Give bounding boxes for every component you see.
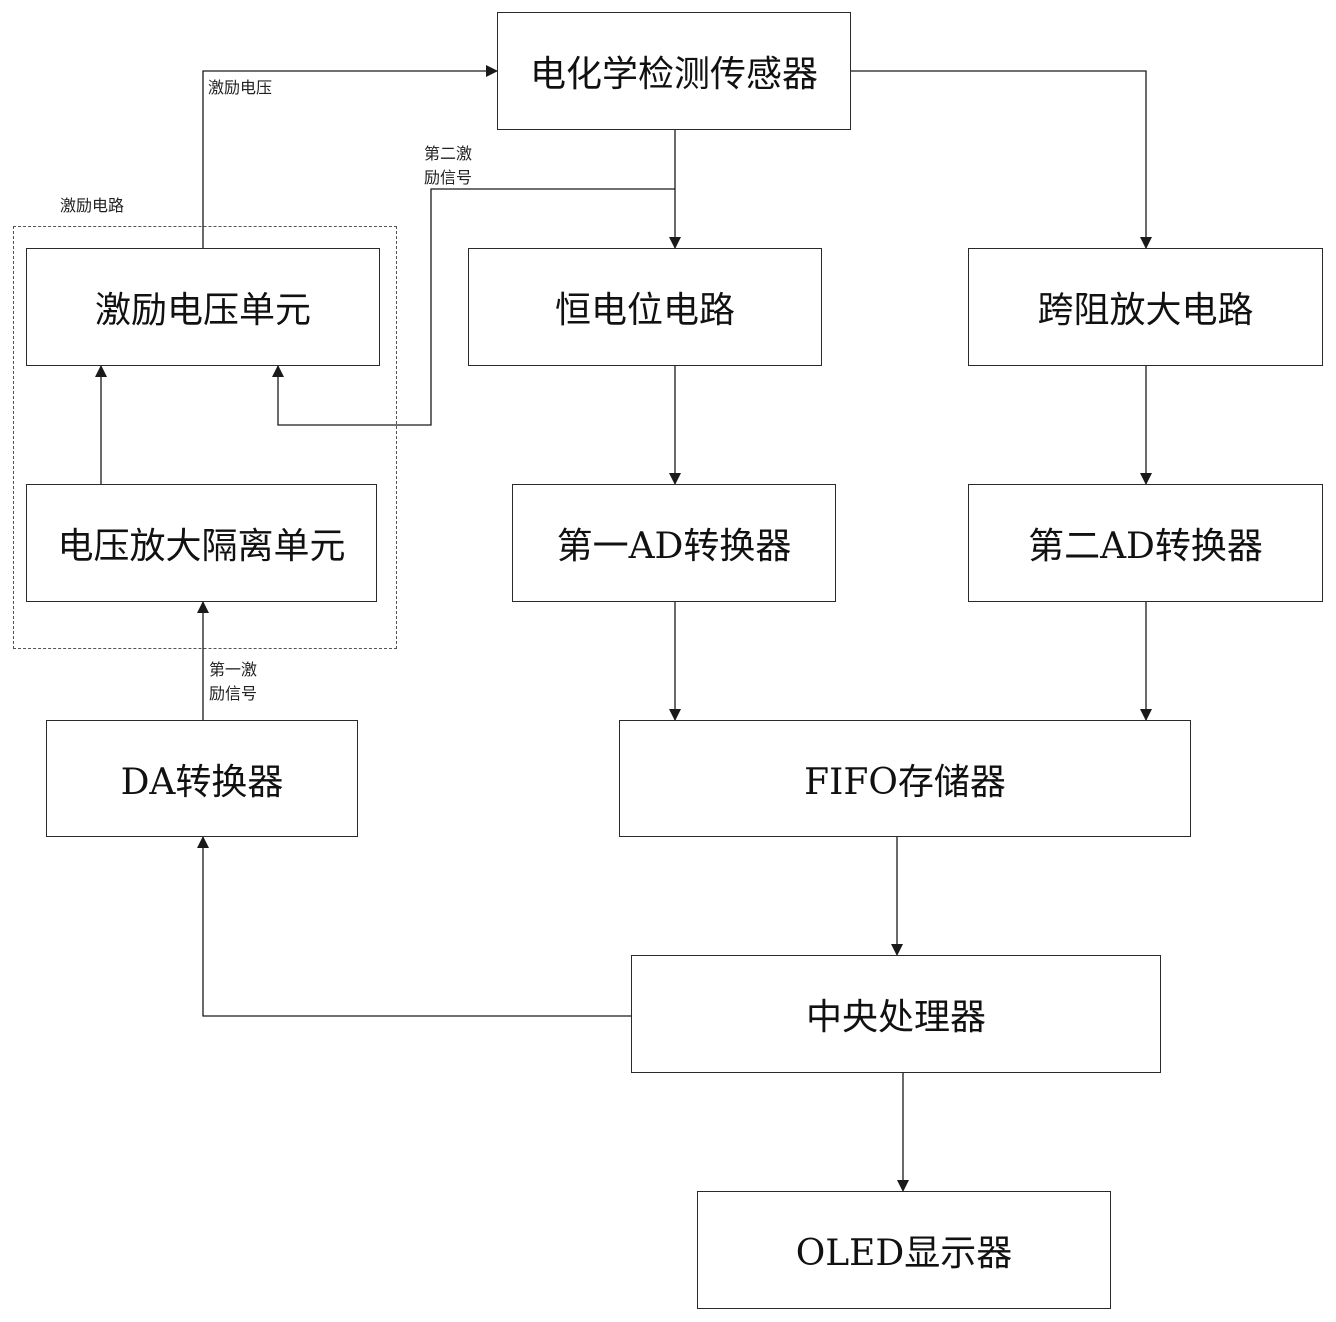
sensor-block: 电化学检测传感器 xyxy=(497,12,851,130)
potentiostat-block: 恒电位电路 xyxy=(468,248,822,366)
excitation-circuit-group xyxy=(13,226,397,649)
excitation-voltage-connector xyxy=(202,65,498,248)
excitation-circuit-label: 激励电路 xyxy=(60,196,125,215)
fifo-block: FIFO存储器 xyxy=(619,720,1191,837)
second-excitation-signal-label-line1: 第二激 xyxy=(424,144,473,163)
cpu-block: 中央处理器 xyxy=(631,955,1161,1073)
adc1-block: 第一AD转换器 xyxy=(512,484,836,602)
excitation-voltage-unit-block: 激励电压单元 xyxy=(26,248,380,366)
oled-block: OLED显示器 xyxy=(697,1191,1111,1309)
first-excitation-signal-label-line1: 第一激 xyxy=(209,660,258,679)
isolation-amp-block: 电压放大隔离单元 xyxy=(26,484,377,602)
dac-block: DA转换器 xyxy=(46,720,358,837)
second-excitation-signal-connector xyxy=(272,188,675,426)
cpu-to-dac-connector xyxy=(197,836,631,1017)
second-excitation-signal-label-line2: 励信号 xyxy=(424,168,473,187)
excitation-voltage-label: 激励电压 xyxy=(208,78,273,97)
adc2-block: 第二AD转换器 xyxy=(968,484,1323,602)
tia-block: 跨阻放大电路 xyxy=(968,248,1323,366)
first-excitation-signal-label-line2: 励信号 xyxy=(209,684,258,703)
sensor-to-tia-connector xyxy=(851,70,1152,249)
